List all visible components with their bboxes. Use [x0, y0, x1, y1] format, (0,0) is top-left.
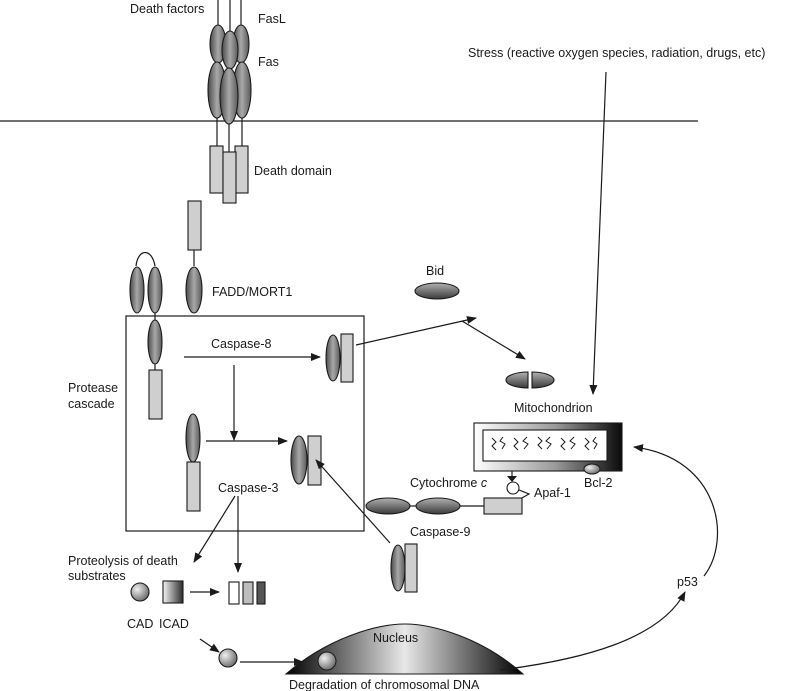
cytochrome-c-release	[506, 471, 531, 500]
cleaved-icad-fragments	[228, 581, 266, 605]
caspase-9-active	[390, 543, 418, 593]
label-death-factors: Death factors	[130, 2, 204, 16]
mitochondrion	[473, 422, 623, 475]
bid-protein	[414, 282, 460, 300]
label-cytochrome-italic-c: c	[481, 476, 488, 490]
fadd-protein	[185, 200, 203, 314]
label-cytochrome-c: Cytochrome c	[410, 476, 488, 490]
pathway-arrows	[184, 71, 719, 671]
label-degradation: Degradation of chromosomal DNA	[289, 678, 480, 691]
fasl-ligand	[209, 0, 250, 70]
label-cytochrome-text: Cytochrome	[410, 476, 481, 490]
procaspase-8	[129, 251, 163, 420]
death-domain-boxes	[209, 145, 249, 204]
label-protease: Protease	[68, 381, 118, 395]
label-stress: Stress (reactive oxygen species, radiati…	[468, 46, 765, 60]
label-caspase-8: Caspase-8	[211, 337, 271, 351]
caspase-3-active	[290, 435, 322, 486]
label-fadd: FADD/MORT1	[212, 285, 292, 299]
diagram-labels: Death factors FasL Fas Stress (reactive …	[68, 2, 765, 691]
label-substrates: substrates	[68, 569, 126, 583]
arrow-stress-to-mito	[589, 71, 607, 395]
arrow-casp8-to-bid	[355, 316, 477, 346]
arrow-nucleus-to-p53	[499, 591, 686, 671]
label-bid: Bid	[426, 264, 444, 278]
label-caspase-9: Caspase-9	[410, 525, 470, 539]
arrow-casp3-to-proteolysis	[193, 495, 236, 563]
fas-receptor	[207, 61, 252, 152]
label-fasl: FasL	[258, 12, 286, 26]
label-cascade: cascade	[68, 397, 115, 411]
procaspase-3	[185, 413, 201, 512]
icad-protein	[162, 580, 184, 604]
caspase-8-active	[325, 333, 354, 383]
label-bcl-2: Bcl-2	[584, 476, 613, 490]
arrow-casp9-to-casp3	[315, 459, 391, 544]
label-p53: p53	[677, 575, 698, 589]
cad-protein	[130, 582, 150, 602]
arrow-icad-to-cad	[199, 638, 220, 653]
label-nucleus: Nucleus	[373, 631, 418, 645]
nucleus	[284, 623, 525, 675]
label-caspase-3: Caspase-3	[218, 481, 278, 495]
arrow-p53-to-mito	[633, 444, 719, 577]
free-cad	[218, 648, 238, 668]
procaspase-9-chain	[365, 497, 523, 515]
label-icad: ICAD	[159, 617, 189, 631]
protease-cascade-box	[125, 315, 365, 532]
label-mitochondrion: Mitochondrion	[514, 401, 593, 415]
label-cad: CAD	[127, 617, 153, 631]
label-fas: Fas	[258, 55, 279, 69]
label-proteolysis: Proteolysis of death	[68, 554, 178, 568]
arrow-bid-to-mito	[461, 320, 526, 360]
label-apaf-1: Apaf-1	[534, 486, 571, 500]
label-death-domain: Death domain	[254, 164, 332, 178]
tbid-on-mitochondrion	[505, 371, 555, 389]
